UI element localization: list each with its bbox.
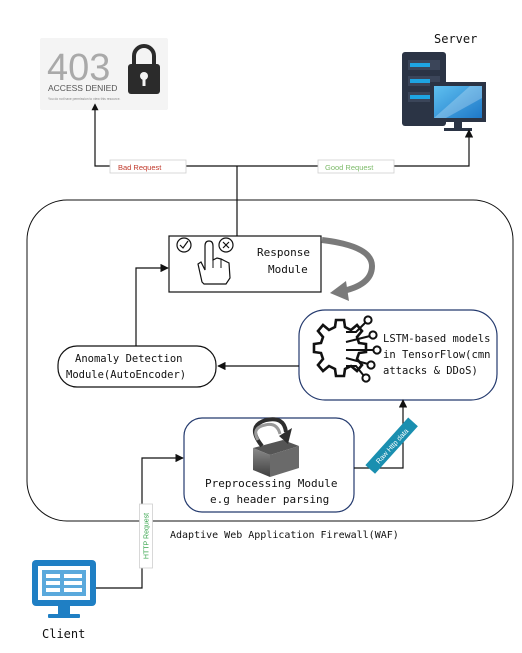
lstm-module-line2: in TensorFlow(cmn	[383, 349, 490, 361]
access-denied-code: 403	[47, 47, 110, 89]
waf-boundary	[26, 199, 514, 522]
waf-label: Adaptive Web Application Firewall(WAF)	[170, 530, 399, 541]
bad-request-badge: Bad Request	[109, 159, 187, 174]
bad-request-line	[94, 108, 237, 167]
server-label: Server	[434, 32, 477, 46]
client-monitor-icon	[32, 560, 96, 618]
access-denied-text: ACCESS DENIED	[48, 83, 117, 93]
ai-gear-network-icon	[312, 315, 382, 383]
anomaly-to-response-arrow	[135, 263, 169, 346]
access-denied-graphic: 403 ACCESS DENIED You do not have permis…	[40, 38, 168, 110]
server-icon	[402, 52, 486, 131]
padlock-icon	[128, 44, 160, 94]
feedback-loop-icon	[321, 237, 376, 301]
anomaly-module-title: Anomaly Detection	[75, 353, 182, 365]
good-request-line	[237, 129, 474, 167]
access-denied-subtext: You do not have permission to view this …	[48, 97, 121, 101]
preprocessing-module-title: Preprocessing Module	[205, 477, 337, 490]
bad-request-label: Bad Request	[118, 163, 162, 172]
preprocessing-module-subtitle: e.g header parsing	[210, 493, 329, 506]
cross-icon	[218, 237, 234, 253]
client-label: Client	[42, 627, 85, 641]
lstm-module-line1: LSTM-based models	[383, 333, 490, 345]
lstm-module-line3: attacks & DDoS)	[383, 365, 478, 377]
anomaly-module-subtitle: Module(AutoEncoder)	[66, 369, 186, 381]
good-request-label: Good Request	[325, 163, 374, 172]
preprocessing-module: Preprocessing Module e.g header parsing	[183, 417, 355, 513]
lstm-module: LSTM-based models in TensorFlow(cmn atta…	[298, 309, 498, 401]
box-with-arrow-icon	[253, 417, 299, 477]
raw-http-data-badge: Raw Http data	[365, 417, 418, 474]
http-request-label: HTTP Request	[144, 513, 151, 559]
anomaly-detection-module: Anomaly Detection Module(AutoEncoder)	[57, 345, 217, 388]
raw-http-data-label: Raw Http data	[375, 428, 410, 466]
pointing-hand-icon	[197, 240, 231, 285]
response-module-subtitle: Module	[268, 263, 308, 276]
response-module: Response Module	[168, 235, 322, 293]
response-module-title: Response	[257, 246, 310, 259]
good-request-badge: Good Request	[317, 159, 395, 174]
http-request-badge: HTTP Request	[139, 503, 153, 569]
check-icon	[176, 237, 192, 253]
